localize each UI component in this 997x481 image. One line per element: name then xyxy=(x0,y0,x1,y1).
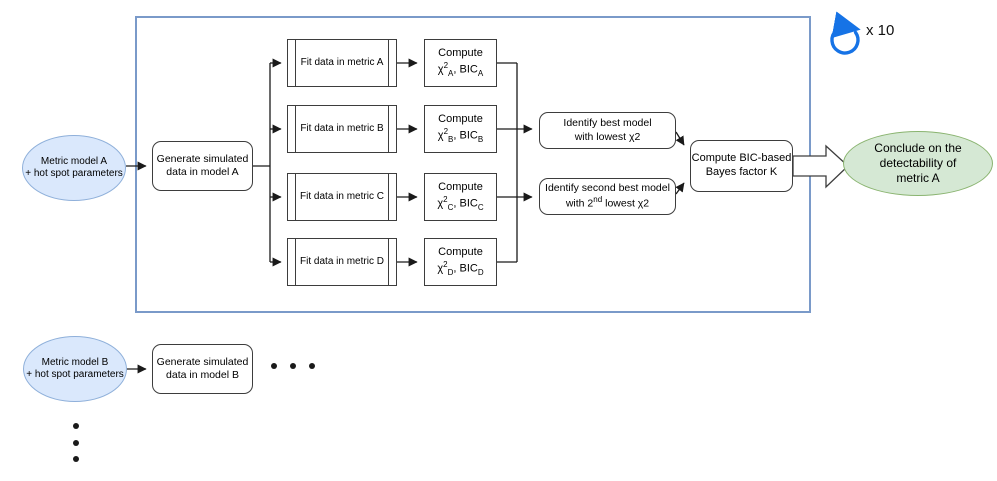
node-fit-metric-b: Fit data in metric B xyxy=(287,105,397,153)
predefined-process-bar xyxy=(388,40,389,86)
ellipsis-horizontal-icon xyxy=(271,363,315,369)
node-fit-metric-a: Fit data in metric A xyxy=(287,39,397,87)
predefined-process-bar xyxy=(295,239,296,285)
node-metric-model-a: Metric model A + hot spot parameters xyxy=(22,135,126,201)
node-metric-model-b: Metric model B + hot spot parameters xyxy=(23,336,127,402)
ellipsis-vertical-icon xyxy=(73,423,79,462)
node-compute-a: Compute χ2A, BICA xyxy=(424,39,497,87)
node-compute-c: Compute χ2C, BICC xyxy=(424,173,497,221)
node-conclude-detectability-a: Conclude on the detectability of metric … xyxy=(843,131,993,196)
node-identify-second-best-model: Identify second best model with 2nd lowe… xyxy=(539,178,676,215)
predefined-process-bar xyxy=(388,239,389,285)
block-arrow-bayes-to-conclusion xyxy=(792,144,849,189)
node-generate-data-b: Generate simulated data in model B xyxy=(152,344,253,394)
node-identify-best-model: Identify best model with lowest χ2 xyxy=(539,112,676,149)
predefined-process-bar xyxy=(388,106,389,152)
node-fit-metric-c: Fit data in metric C xyxy=(287,173,397,221)
loop-repeat-icon xyxy=(830,11,861,55)
predefined-process-bar xyxy=(295,174,296,220)
loop-count-label: x 10 xyxy=(866,22,895,39)
node-compute-bayes-factor: Compute BIC-based Bayes factor K xyxy=(690,140,793,192)
connector-identify-second-to-bayes xyxy=(675,182,685,195)
node-compute-b: Compute χ2B, BICB xyxy=(424,105,497,153)
node-generate-data-a: Generate simulated data in model A xyxy=(152,141,253,191)
connector-identify-best-to-bayes xyxy=(675,131,685,146)
node-fit-metric-d: Fit data in metric D xyxy=(287,238,397,286)
predefined-process-bar xyxy=(295,106,296,152)
predefined-process-bar xyxy=(388,174,389,220)
predefined-process-bar xyxy=(295,40,296,86)
node-compute-d: Compute χ2D, BICD xyxy=(424,238,497,286)
